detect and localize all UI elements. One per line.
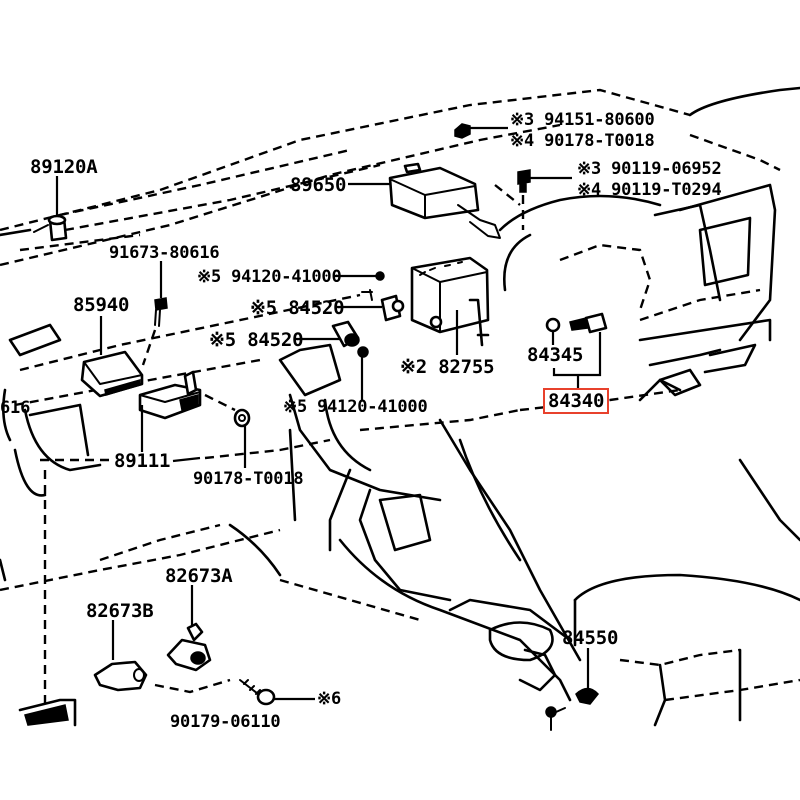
part-94120-lower-nut[interactable] — [357, 346, 369, 400]
part-94151-nut[interactable] — [454, 123, 508, 139]
part-82673A-bracket[interactable] — [166, 585, 212, 672]
part-90119-screw[interactable] — [517, 169, 572, 230]
part-94120-upper-nut[interactable] — [335, 271, 385, 301]
label-ref5-94120-41000-lower[interactable]: ※5 94120-41000 — [283, 397, 428, 417]
label-91673-80616[interactable]: 91673-80616 — [109, 243, 220, 263]
label-82673B[interactable]: 82673B — [86, 600, 154, 622]
right-console-outline — [519, 388, 800, 727]
label-ref3-90119-06952[interactable]: ※3 90119-06952 — [577, 159, 722, 179]
label-ref5-94120-41000-upper[interactable]: ※5 94120-41000 — [197, 267, 342, 287]
part-90179-screw[interactable] — [239, 679, 315, 706]
label-ref2-82755[interactable]: ※2 82755 — [400, 356, 495, 378]
label-91673-partial[interactable]: 616 — [0, 398, 31, 418]
label-84550[interactable]: 84550 — [562, 627, 619, 649]
label-89111[interactable]: 89111 — [114, 450, 171, 472]
label-ref3-94151-80600[interactable]: ※3 94151-80600 — [510, 110, 655, 130]
label-90179-06110[interactable]: 90179-06110 — [170, 712, 281, 732]
part-82755-relay-block[interactable] — [410, 256, 490, 355]
label-82673A[interactable]: 82673A — [165, 565, 233, 587]
center-console-outline — [99, 343, 582, 702]
label-89650[interactable]: 89650 — [290, 174, 347, 196]
label-ref4-90178-T0018[interactable]: ※4 90178-T0018 — [510, 131, 655, 151]
part-84520-lower-switch[interactable] — [294, 320, 360, 348]
label-90178-T0018[interactable]: 90178-T0018 — [193, 469, 304, 489]
part-84550-switch[interactable] — [545, 648, 599, 731]
label-85940[interactable]: 85940 — [73, 294, 130, 316]
part-89111-unit[interactable] — [40, 370, 331, 463]
label-84340-selected[interactable]: 84340 — [542, 388, 610, 414]
label-84345[interactable]: 84345 — [527, 344, 584, 366]
part-89650-module[interactable] — [348, 162, 521, 239]
label-ref5-84520-upper[interactable]: ※5 84520 — [250, 297, 345, 319]
dashboard-outline — [0, 86, 800, 402]
label-ref6[interactable]: ※6 — [317, 689, 342, 709]
part-82673B-bracket[interactable] — [93, 620, 231, 694]
label-89120A[interactable]: 89120A — [30, 156, 98, 178]
part-84520-upper-switch[interactable] — [335, 294, 405, 322]
part-90178-nut[interactable] — [204, 393, 251, 468]
part-85940-module[interactable] — [80, 316, 144, 398]
label-ref4-90119-T0294[interactable]: ※4 90119-T0294 — [577, 180, 722, 200]
label-ref5-84520-lower[interactable]: ※5 84520 — [209, 329, 304, 351]
left-panel-outline — [0, 293, 361, 727]
part-84340-switch-assembly[interactable] — [545, 312, 608, 390]
part-89120A-clip[interactable] — [33, 176, 68, 242]
part-91673-bolt[interactable] — [141, 261, 168, 366]
